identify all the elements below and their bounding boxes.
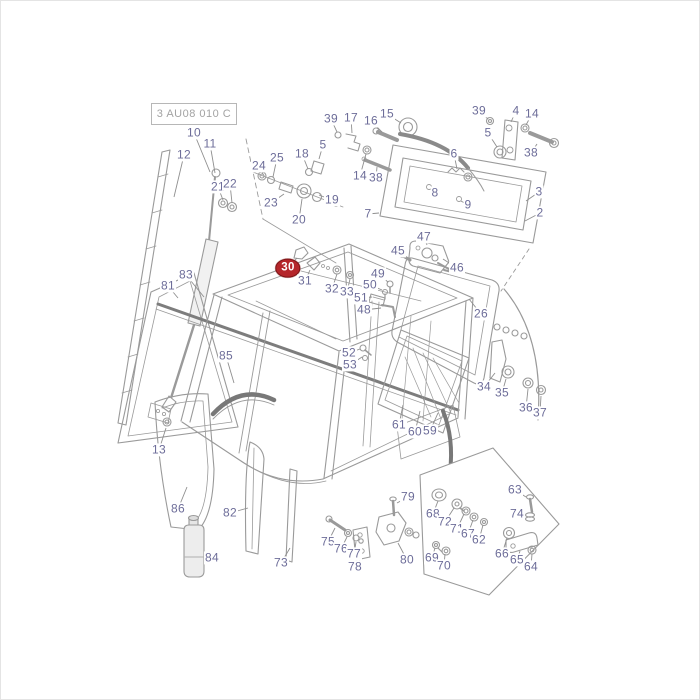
part-label-20[interactable]: 20	[291, 212, 307, 227]
part-label-45[interactable]: 45	[390, 243, 406, 258]
washer-bottle-84	[183, 514, 205, 578]
screws-52-53	[359, 344, 372, 362]
part-label-73[interactable]: 73	[273, 555, 289, 570]
part-label-31[interactable]: 31	[297, 273, 313, 288]
part-label-18[interactable]: 18	[294, 146, 310, 161]
part-label-5[interactable]: 5	[318, 137, 328, 152]
arched-trim-85	[210, 392, 277, 420]
part-label-12[interactable]: 12	[176, 147, 192, 162]
part-label-10[interactable]: 10	[186, 125, 202, 140]
part-label-83[interactable]: 83	[178, 267, 194, 282]
figure-code-box: 3 AU08 010 C	[151, 103, 237, 125]
part-label-79[interactable]: 79	[400, 489, 416, 504]
part-label-32[interactable]: 32	[324, 281, 340, 296]
part-label-37[interactable]: 37	[532, 405, 548, 420]
part-label-17[interactable]: 17	[343, 110, 359, 125]
part-label-49[interactable]: 49	[370, 266, 386, 281]
part-label-39[interactable]: 39	[471, 103, 487, 118]
part-label-23[interactable]: 23	[263, 195, 279, 210]
part-label-52[interactable]: 52	[341, 345, 357, 360]
part-label-19[interactable]: 19	[324, 192, 340, 207]
part-label-35[interactable]: 35	[494, 385, 510, 400]
hinge-parts-34-37	[489, 323, 547, 396]
part-label-8[interactable]: 8	[430, 185, 440, 200]
hinge-hardware-75-80	[325, 496, 420, 561]
part-label-51[interactable]: 51	[353, 290, 369, 305]
part-label-62[interactable]: 62	[471, 532, 487, 547]
part-label-13[interactable]: 13	[151, 442, 167, 457]
part-label-47[interactable]: 47	[416, 229, 432, 244]
part-label-63[interactable]: 63	[507, 482, 523, 497]
part-label-38[interactable]: 38	[523, 145, 539, 160]
side-window-59-61	[362, 300, 470, 474]
part-label-9[interactable]: 9	[463, 197, 473, 212]
part-label-78[interactable]: 78	[347, 559, 363, 574]
part-label-7[interactable]: 7	[363, 206, 373, 221]
part-label-21[interactable]: 21	[210, 179, 226, 194]
part-label-82[interactable]: 82	[222, 505, 238, 520]
part-label-46[interactable]: 46	[449, 260, 465, 275]
part-label-36[interactable]: 36	[518, 400, 534, 415]
part-label-33[interactable]: 33	[339, 284, 355, 299]
part-label-6[interactable]: 6	[449, 146, 459, 161]
roof-window-frame	[379, 144, 547, 292]
part-label-80[interactable]: 80	[399, 552, 415, 567]
hinge-link-4	[485, 116, 560, 161]
part-label-84[interactable]: 84	[204, 550, 220, 565]
latch-rod-48-51	[368, 280, 396, 318]
part-label-74[interactable]: 74	[509, 506, 525, 521]
part-label-34[interactable]: 34	[476, 379, 492, 394]
part-label-5[interactable]: 5	[483, 125, 493, 140]
part-label-59[interactable]: 59	[422, 423, 438, 438]
part-label-24[interactable]: 24	[251, 158, 267, 173]
part-label-61[interactable]: 61	[391, 417, 407, 432]
rear-window-26	[391, 257, 540, 421]
part-label-4[interactable]: 4	[511, 103, 521, 118]
part-label-86[interactable]: 86	[170, 501, 186, 516]
part-label-68[interactable]: 68	[425, 506, 441, 521]
part-label-72[interactable]: 72	[437, 514, 453, 529]
part-label-26[interactable]: 26	[473, 306, 489, 321]
part-label-60[interactable]: 60	[407, 424, 423, 439]
part-label-81[interactable]: 81	[160, 278, 176, 293]
part-label-11[interactable]: 11	[202, 136, 218, 151]
part-label-75[interactable]: 75	[320, 534, 336, 549]
part-label-50[interactable]: 50	[362, 277, 378, 292]
part-label-64[interactable]: 64	[523, 559, 539, 574]
part-label-2[interactable]: 2	[535, 205, 545, 220]
part-label-38[interactable]: 38	[368, 170, 384, 185]
part-label-69[interactable]: 69	[424, 550, 440, 565]
part-label-30-highlighted[interactable]: 30	[275, 258, 301, 278]
gas-strut	[147, 168, 221, 424]
part-label-70[interactable]: 70	[436, 558, 452, 573]
part-label-48[interactable]: 48	[356, 302, 372, 317]
part-label-66[interactable]: 66	[494, 546, 510, 561]
part-label-25[interactable]: 25	[269, 150, 285, 165]
part-label-15[interactable]: 15	[379, 106, 395, 121]
leader-line-12	[173, 154, 185, 198]
part-label-39[interactable]: 39	[323, 111, 339, 126]
part-label-3[interactable]: 3	[534, 184, 544, 199]
part-label-85[interactable]: 85	[218, 348, 234, 363]
part-label-14[interactable]: 14	[524, 106, 540, 121]
roof-rail	[117, 149, 171, 426]
part-label-77[interactable]: 77	[346, 546, 362, 561]
part-label-53[interactable]: 53	[342, 357, 358, 372]
part-label-65[interactable]: 65	[509, 552, 525, 567]
part-label-14[interactable]: 14	[352, 168, 368, 183]
fastener-cluster-18-25	[245, 131, 361, 264]
part-label-22[interactable]: 22	[222, 176, 238, 191]
part-label-76[interactable]: 76	[333, 541, 349, 556]
pillar-trim-82-73	[244, 441, 298, 563]
plug-and-tube-15-16	[361, 117, 485, 192]
part-label-16[interactable]: 16	[363, 113, 379, 128]
